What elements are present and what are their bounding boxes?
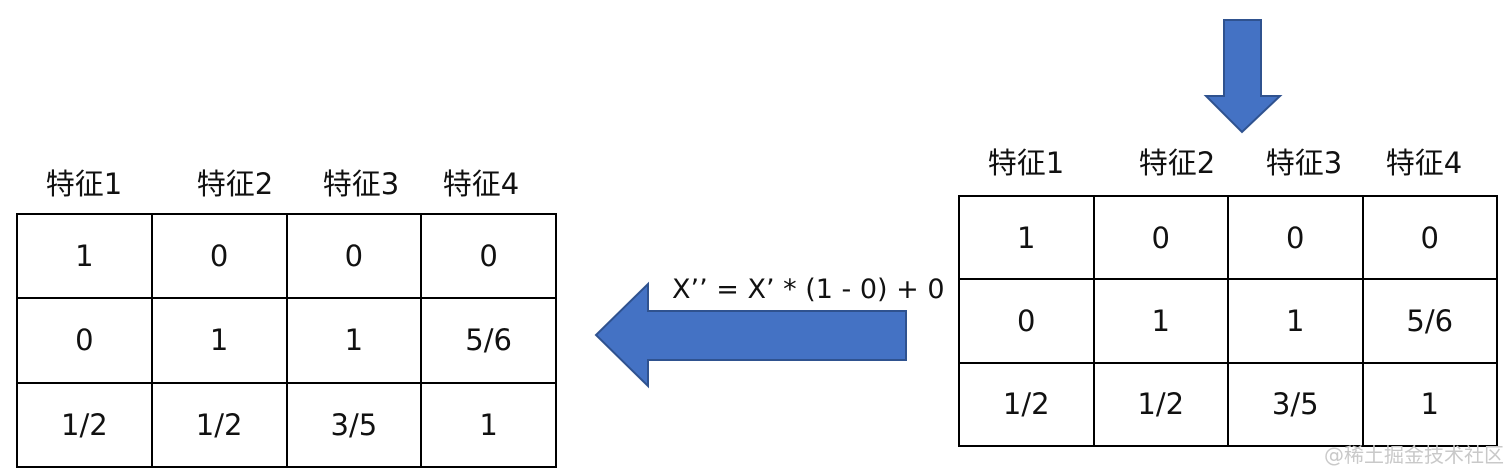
table-cell: 1 — [1227, 278, 1364, 364]
table-row: 1/2 1/2 3/5 1 — [16, 381, 557, 469]
table-cell: 3/5 — [285, 381, 423, 469]
table-cell: 1/2 — [16, 381, 153, 469]
right-header-feature-3: 特征3 — [1265, 146, 1343, 180]
source-table: 1 0 0 0 0 1 1 5/6 1/2 1/2 3/5 1 — [958, 194, 1498, 448]
table-cell: 0 — [16, 297, 153, 384]
table-cell: 0 — [420, 212, 557, 300]
table-row: 1/2 1/2 3/5 1 — [958, 361, 1498, 448]
arrow-down-shape — [1203, 19, 1283, 134]
arrow-left-shape — [594, 281, 907, 389]
right-header-feature-2: 特征2 — [1138, 146, 1216, 180]
table-cell: 0 — [150, 212, 288, 300]
right-header-feature-1: 特征1 — [987, 146, 1065, 180]
table-row: 1 0 0 0 — [958, 194, 1498, 281]
table-cell: 0 — [958, 278, 1095, 364]
table-row: 0 1 1 5/6 — [958, 278, 1498, 364]
left-header-feature-2: 特征2 — [196, 167, 274, 201]
table-cell: 1 — [1092, 278, 1229, 364]
result-table: 1 0 0 0 0 1 1 5/6 1/2 1/2 3/5 1 — [16, 212, 557, 469]
table-cell: 1 — [958, 194, 1095, 281]
watermark: @稀土掘金技术社区 — [1324, 443, 1504, 467]
table-cell: 1 — [150, 297, 288, 384]
left-header-feature-3: 特征3 — [322, 167, 400, 201]
arrow-down-icon — [1203, 19, 1283, 134]
table-cell: 3/5 — [1227, 361, 1364, 448]
table-cell: 1 — [285, 297, 423, 384]
table-cell: 1/2 — [150, 381, 288, 469]
source-table-panel: 特征1 特征2 特征3 特征4 1 0 0 0 0 1 1 5/6 1/2 1/… — [958, 0, 1498, 474]
left-header-feature-1: 特征1 — [45, 167, 123, 201]
table-cell: 1 — [420, 381, 557, 469]
table-cell: 5/6 — [1361, 278, 1498, 364]
table-cell: 1/2 — [1092, 361, 1229, 448]
left-header-feature-4: 特征4 — [442, 167, 520, 201]
table-cell: 1 — [1361, 361, 1498, 448]
table-cell: 0 — [1361, 194, 1498, 281]
result-table-panel: 特征1 特征2 特征3 特征4 1 0 0 0 0 1 1 5/6 1/2 1/… — [16, 0, 557, 474]
table-cell: 0 — [1092, 194, 1229, 281]
transform-formula: X’’ = X’ * (1 - 0) + 0 — [672, 274, 945, 305]
arrow-left-icon — [594, 281, 907, 389]
table-row: 1 0 0 0 — [16, 212, 557, 300]
table-cell: 1 — [16, 212, 153, 300]
table-cell: 5/6 — [420, 297, 557, 384]
table-cell: 1/2 — [958, 361, 1095, 448]
table-cell: 0 — [285, 212, 423, 300]
table-row: 0 1 1 5/6 — [16, 297, 557, 384]
table-cell: 0 — [1227, 194, 1364, 281]
right-header-feature-4: 特征4 — [1385, 146, 1463, 180]
